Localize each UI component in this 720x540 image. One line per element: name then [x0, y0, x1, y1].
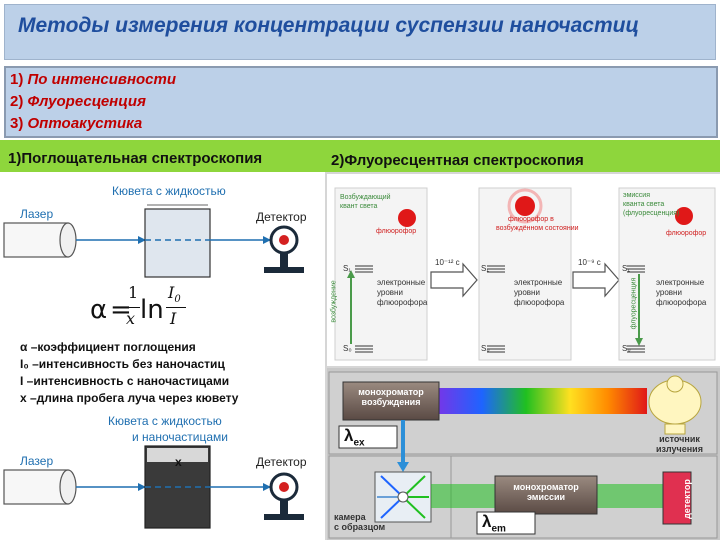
cuvette-label: Кювета с жидкостью	[112, 184, 226, 198]
exciting-quantum-label: Возбуждающий	[340, 194, 391, 201]
method-item: 3) Оптоакустика	[10, 115, 143, 132]
path-length-label-2: x	[175, 455, 182, 469]
setup-diagram-clear	[3, 204, 304, 278]
laser-label: Лазер	[20, 207, 54, 221]
s0-label-3: S₀	[622, 344, 631, 353]
levels-label: уровни	[514, 288, 540, 297]
fluorophore-label-3: флюорофор	[666, 230, 707, 237]
transition-arrow	[572, 262, 620, 298]
cuvette-clear	[144, 208, 211, 278]
page-title: Методы измерения концентрации суспензии …	[18, 14, 640, 37]
light-source-icon	[648, 375, 702, 435]
method-item: 2) Флуоресценция	[10, 93, 146, 110]
exciting-quantum-label-2: квант света	[340, 203, 378, 210]
detector-box-label: детектор	[681, 479, 692, 519]
method-item: 1) По интенсивности	[10, 71, 177, 88]
emission-monochromator	[494, 475, 598, 515]
time-label-1: 10⁻¹² с	[435, 258, 460, 267]
section-title-absorption: 1)Поглощательная спектроскопия	[8, 150, 263, 167]
levels-label: флюорофора	[514, 298, 565, 307]
fluorescence-vertical-label: флуоресценция	[630, 277, 638, 330]
levels-label: электронные	[377, 278, 426, 287]
legend-item: I –интенсивность с наночастицами	[20, 374, 230, 388]
jablonski-graphics	[334, 187, 716, 361]
s1-label: S₁	[343, 264, 352, 273]
detector-box	[662, 471, 692, 525]
section-header-bar	[0, 140, 720, 172]
levels-label: электронные	[514, 278, 563, 287]
laser-label-2: Лазер	[20, 454, 54, 468]
cuvette-np-label: Кювета с жидкостью	[108, 414, 222, 428]
lambda-ex-label: λex	[344, 426, 365, 449]
fluorophore-excited-label: флюорофор в	[508, 216, 554, 223]
detector-icon	[264, 472, 304, 520]
fluorophore-label: флюорофор	[376, 228, 417, 235]
s0-label-2: S₀	[481, 344, 490, 353]
detector-icon	[264, 225, 304, 273]
sample-chamber-icon	[374, 471, 432, 523]
s1-label-2: S₁	[481, 264, 490, 273]
cuvette-np-label-2: и наночастицами	[132, 430, 228, 444]
laser-icon	[3, 469, 77, 505]
fluorophore-excited-label-2: возбуждённом состоянии	[496, 225, 579, 232]
legend-item: α –коэффициент поглощения	[20, 340, 196, 354]
legend-item: x –длина пробега луча через кювету	[20, 391, 239, 405]
emission-label-2: кванта света	[623, 201, 665, 208]
laser-icon	[3, 222, 77, 258]
fluorophore-icon	[398, 209, 416, 227]
title-banner	[4, 4, 716, 60]
levels-label: уровни	[656, 288, 682, 297]
levels-label: флюорофора	[377, 298, 428, 307]
detector-label-2: Детектор	[256, 455, 307, 469]
time-label-2: 10⁻⁹ с	[578, 258, 601, 267]
section-title-fluorescence: 2)Флуоресцентная спектроскопия	[331, 152, 584, 169]
levels-label: уровни	[377, 288, 403, 297]
transition-arrow	[430, 262, 478, 298]
lambda-em-box	[476, 511, 536, 535]
setup-diagram-nanoparticles	[3, 445, 304, 529]
levels-label: электронные	[656, 278, 705, 287]
beer-lambert-formula: α = 1 x ln I0 I	[90, 283, 200, 339]
lambda-ex-box	[338, 425, 398, 449]
emission-label-3: (флуоресценция)	[623, 210, 680, 217]
s1-label-3: S₁	[622, 264, 631, 273]
excitation-vertical-label: возбуждение	[330, 280, 338, 323]
fluorometer-graphics	[328, 371, 718, 539]
detector-label: Детектор	[256, 210, 307, 224]
levels-label: флюорофора	[656, 298, 707, 307]
legend-item: I₀ –интенсивность без наночастиц	[20, 357, 225, 371]
spectrum-beam	[427, 388, 647, 414]
methods-list-box	[4, 66, 718, 138]
emission-label: эмиссия	[623, 192, 650, 199]
excitation-monochromator	[342, 381, 440, 421]
s0-label: S₀	[343, 344, 352, 353]
lambda-em-label: λem	[482, 512, 506, 535]
